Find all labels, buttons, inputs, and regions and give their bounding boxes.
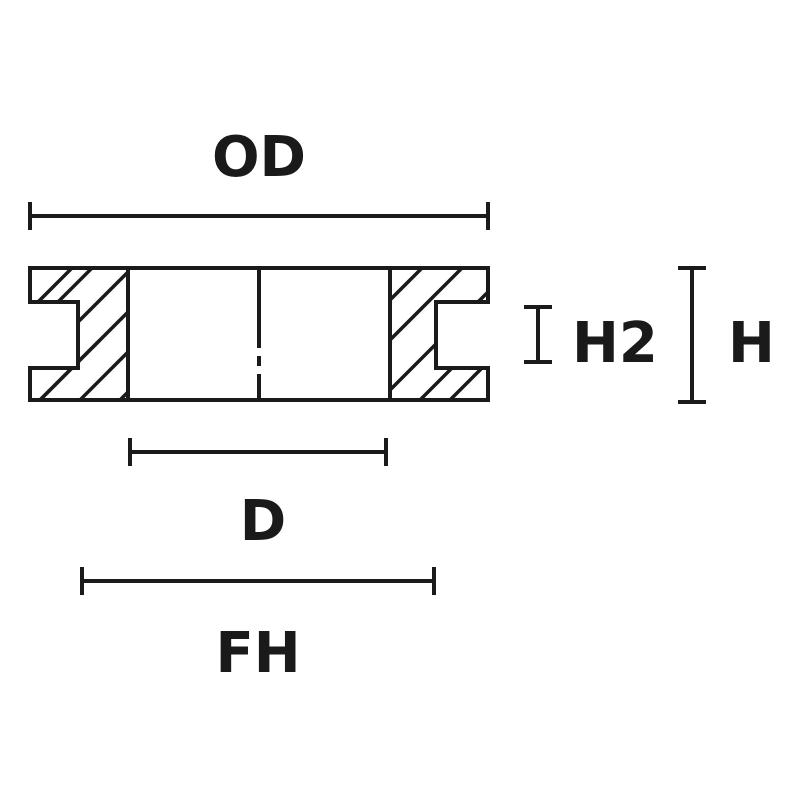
od-dimension: OD xyxy=(28,125,490,230)
d-label: D xyxy=(240,489,286,554)
grommet-body xyxy=(28,266,490,402)
fh-label: FH xyxy=(215,621,300,686)
od-label: OD xyxy=(212,125,306,190)
fh-dimension: FH xyxy=(80,567,436,686)
h-label: H xyxy=(728,311,775,376)
d-dimension: D xyxy=(128,438,388,554)
h-dimension: H xyxy=(678,266,775,404)
h2-dimension: H2 xyxy=(524,305,658,376)
h2-label: H2 xyxy=(572,311,658,376)
